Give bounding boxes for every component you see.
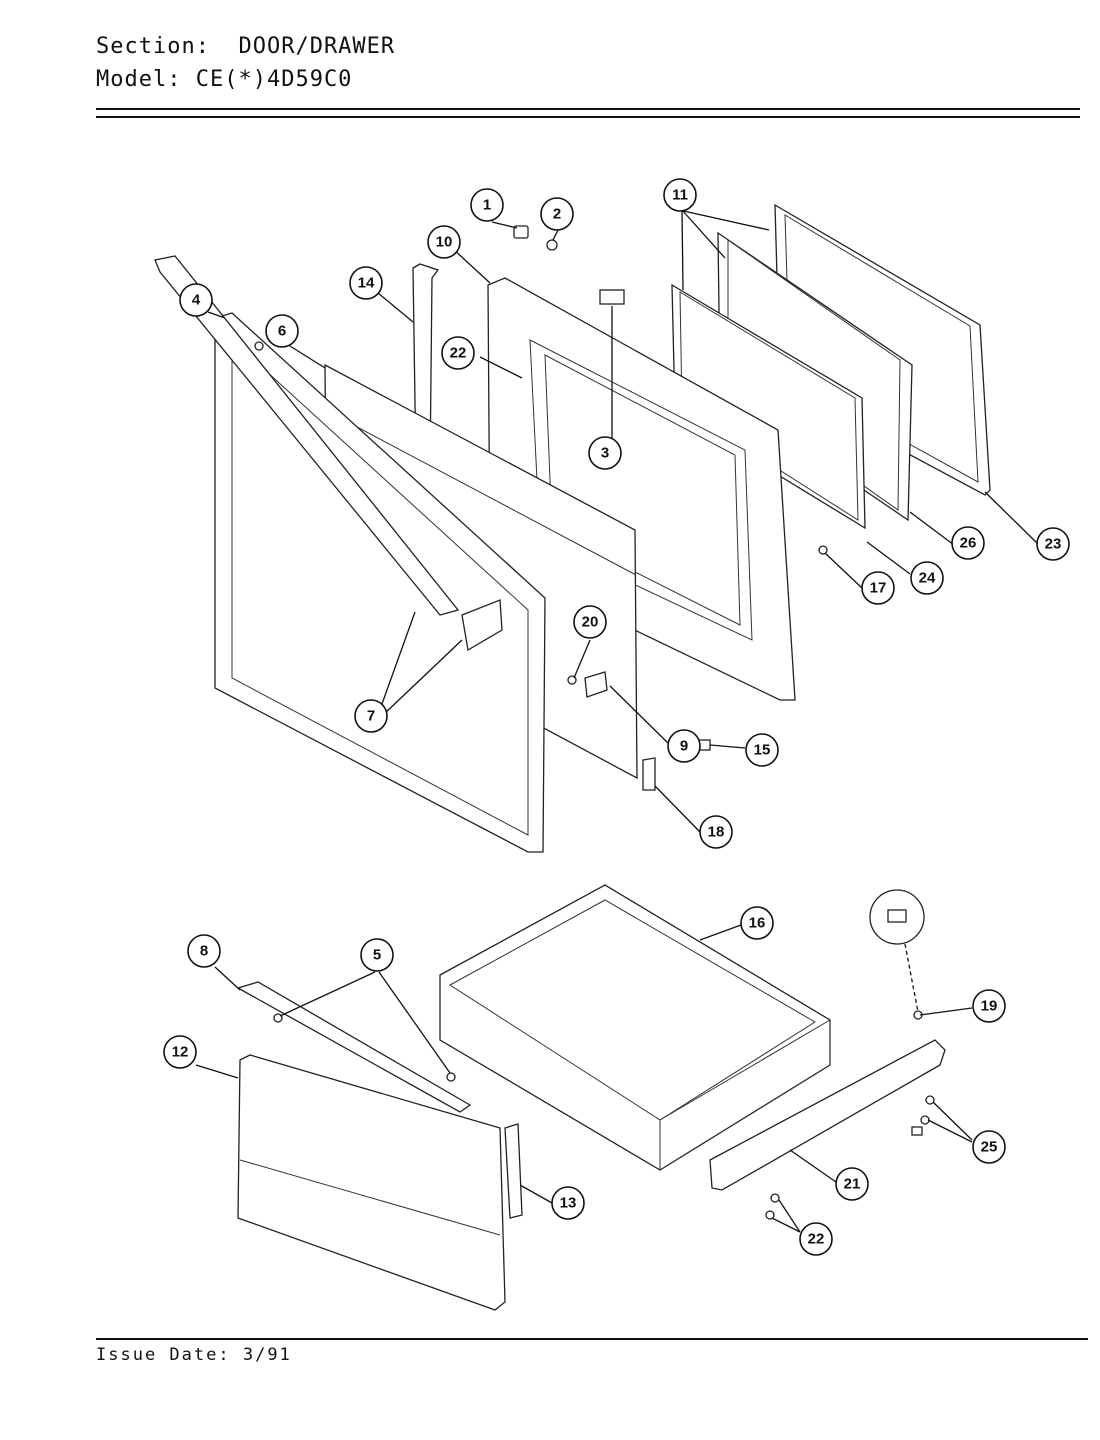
- callout-11-label: 11: [672, 187, 688, 204]
- door-handle-bar: [154, 255, 460, 616]
- door-pad: [584, 671, 608, 698]
- magnifier-leader: [904, 943, 919, 1013]
- callout-18: 18: [699, 815, 733, 849]
- callout-5: 5: [360, 938, 394, 972]
- callout-8-label: 8: [200, 943, 208, 960]
- callout-26-label: 26: [960, 535, 977, 552]
- callout-22-drawer: 22: [799, 1222, 833, 1256]
- callout-6-label: 6: [278, 323, 286, 340]
- callout-8: 8: [187, 934, 221, 968]
- door-hinge-cap: [513, 225, 529, 239]
- door-window-glass-edge: [679, 291, 859, 521]
- callout-25-label: 25: [981, 1139, 998, 1156]
- callout-22-door: 22: [441, 336, 475, 370]
- callout-15-label: 15: [754, 742, 771, 759]
- issue-date-value: 3/91: [242, 1345, 292, 1365]
- drawer-screw-2: [446, 1072, 456, 1082]
- callout-23: 23: [1036, 527, 1070, 561]
- drawer-side-trim: [504, 1123, 523, 1219]
- callout-2: 2: [540, 197, 574, 231]
- callout-9: 9: [667, 729, 701, 763]
- callout-20: 20: [573, 605, 607, 639]
- section-value: DOOR/DRAWER: [238, 34, 396, 59]
- header-rule-bottom: [96, 116, 1080, 118]
- callout-19: 19: [972, 989, 1006, 1023]
- callout-1-label: 1: [483, 197, 491, 214]
- callout-5-label: 5: [373, 947, 381, 964]
- rail-hardware-1: [925, 1095, 935, 1105]
- door-screw: [818, 545, 828, 555]
- callout-15: 15: [745, 733, 779, 767]
- callout-19-label: 19: [981, 998, 998, 1015]
- callout-17: 17: [861, 571, 895, 605]
- drawer-front-panel-lip: [239, 1159, 501, 1236]
- callout-12: 12: [163, 1035, 197, 1069]
- callout-24-label: 24: [919, 570, 936, 587]
- drawer-front-panel: [237, 1054, 506, 1311]
- callout-2-label: 2: [553, 206, 561, 223]
- model-value: CE(*)4D59C0: [195, 67, 353, 92]
- drawer-body-front: [659, 1019, 831, 1171]
- callout-9-label: 9: [680, 738, 688, 755]
- callout-3-label: 3: [601, 445, 609, 462]
- model-label: Model:: [96, 67, 182, 92]
- callout-24: 24: [910, 561, 944, 595]
- door-handle-bracket: [461, 599, 503, 652]
- section-heading: Section: DOOR/DRAWER: [96, 34, 395, 59]
- rail-screw-2: [765, 1210, 775, 1220]
- callout-13-label: 13: [560, 1195, 577, 1212]
- door-hinge-nut: [546, 239, 558, 251]
- issue-date: Issue Date: 3/91: [96, 1345, 292, 1365]
- callout-11: 11: [663, 178, 697, 212]
- door-outer-frame: [214, 312, 546, 853]
- drawer-slide-rail: [709, 1039, 946, 1191]
- door-outer-frame-inner: [231, 338, 529, 836]
- callout-3: 3: [588, 436, 622, 470]
- callout-23-label: 23: [1045, 536, 1062, 553]
- callout-21-label: 21: [844, 1176, 861, 1193]
- callout-22-door-label: 22: [450, 345, 467, 362]
- callout-20-label: 20: [582, 614, 599, 631]
- issue-date-label: Issue Date:: [96, 1345, 231, 1365]
- door-hinge-bracket: [642, 757, 656, 791]
- rail-hardware-2: [920, 1115, 930, 1125]
- outer-glass-reflection: [324, 409, 637, 576]
- callout-16-label: 16: [749, 915, 766, 932]
- door-window-glass: [671, 283, 866, 530]
- callout-25: 25: [972, 1130, 1006, 1164]
- callout-17-label: 17: [870, 580, 887, 597]
- leader-lines: [195, 209, 1038, 1233]
- callout-21: 21: [835, 1167, 869, 1201]
- door-frame-window: [544, 354, 741, 626]
- rail-screw-1: [770, 1193, 780, 1203]
- callout-13: 13: [551, 1186, 585, 1220]
- callout-14: 14: [349, 266, 383, 300]
- callout-6: 6: [265, 314, 299, 348]
- rail-hardware-3: [911, 1126, 923, 1136]
- callout-7: 7: [354, 699, 388, 733]
- callout-16: 16: [740, 906, 774, 940]
- door-frame-opening: [529, 339, 753, 641]
- drawer-rear-bar: [236, 981, 472, 1113]
- callout-14-label: 14: [358, 275, 375, 292]
- callout-7-label: 7: [367, 708, 375, 725]
- callout-22-drawer-label: 22: [808, 1231, 825, 1248]
- drawer-glide-clip: [887, 909, 907, 923]
- callout-10-label: 10: [436, 234, 453, 251]
- callout-4: 4: [179, 283, 213, 317]
- callout-4-label: 4: [192, 292, 201, 309]
- drawer-body-inner: [449, 899, 816, 1121]
- callout-1: 1: [470, 188, 504, 222]
- door-latch-clip: [599, 289, 625, 305]
- callout-18-label: 18: [708, 824, 725, 841]
- frame-screw: [254, 341, 264, 351]
- header-rule-top: [96, 108, 1080, 110]
- section-label: Section:: [96, 34, 210, 59]
- footer-rule: [96, 1338, 1088, 1340]
- callout-10: 10: [427, 225, 461, 259]
- callout-12-label: 12: [172, 1044, 189, 1061]
- callout-26: 26: [951, 526, 985, 560]
- model-heading: Model: CE(*)4D59C0: [96, 67, 352, 92]
